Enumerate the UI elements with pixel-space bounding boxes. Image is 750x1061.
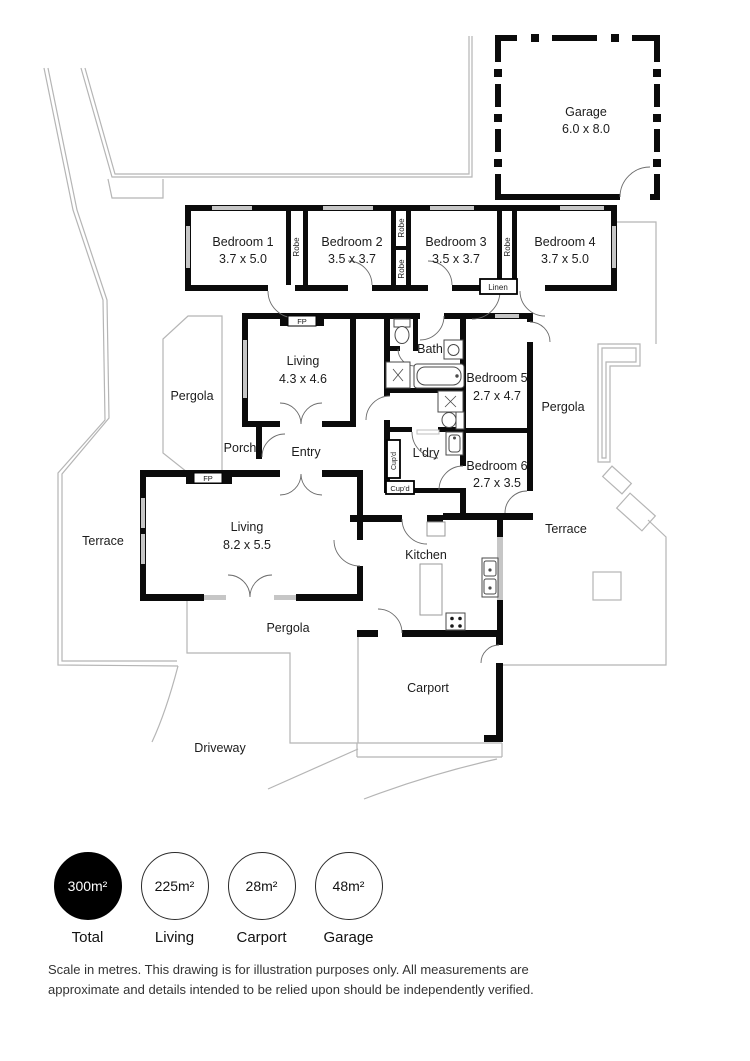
room-label-bedroom-1: Bedroom 1	[212, 235, 273, 249]
area-legend: 300m² Total 225m² Living 28m² Carport 48…	[44, 852, 392, 946]
legend-label-carport: Carport	[236, 929, 287, 946]
legend-item-living: 225m² Living	[131, 852, 218, 946]
cupboard-label-2: Cup'd	[390, 484, 409, 493]
laundry-shelf	[416, 429, 440, 435]
linen-box	[479, 278, 518, 295]
room-label-bath: Bath	[417, 342, 443, 356]
legend-circle-total: 300m²	[53, 852, 122, 920]
cupboard-box-wide	[385, 480, 415, 495]
room-label-porch: Porch	[224, 441, 257, 455]
room-dims-bedroom-5: 2.7 x 4.7	[473, 389, 521, 403]
room-label-driveway: Driveway	[194, 741, 246, 755]
cupboard-box-tall	[386, 439, 401, 479]
room-dims-garage: 6.0 x 8.0	[562, 122, 610, 136]
room-dims-bedroom-4: 3.7 x 5.0	[541, 252, 589, 266]
room-label-bedroom-3: Bedroom 3	[425, 235, 486, 249]
room-label-bedroom-5: Bedroom 5	[466, 371, 527, 385]
room-label-entry: Entry	[291, 445, 321, 459]
room-dims-bedroom-2: 3.5 x 3.7	[328, 252, 376, 266]
room-label-terrace-left: Terrace	[82, 534, 124, 548]
fireplace-label-2: FP	[203, 474, 213, 483]
legend-item-carport: 28m² Carport	[218, 852, 305, 946]
room-dims-bedroom-6: 2.7 x 3.5	[473, 476, 521, 490]
door-arcs	[227, 166, 651, 664]
shower-icon-2	[437, 390, 464, 413]
robe-label-3: Robe	[397, 259, 406, 279]
storage-boxes	[193, 278, 518, 495]
fp-box-1	[287, 315, 317, 327]
robe-label-1: Robe	[292, 237, 301, 257]
shower-icon	[385, 361, 411, 389]
garage-posts	[494, 34, 661, 174]
room-label-laundry: L'dry	[413, 446, 440, 460]
legend-item-total: 300m² Total	[44, 852, 131, 946]
disclaimer-text: Scale in metres. This drawing is for ill…	[48, 962, 534, 998]
kitchen-island	[419, 521, 446, 616]
room-dims-living-1: 4.3 x 4.6	[279, 372, 327, 386]
fp-box-2	[193, 472, 223, 484]
fixtures	[385, 318, 499, 631]
room-label-bedroom-4: Bedroom 4	[534, 235, 595, 249]
room-label-pergola-right: Pergola	[541, 400, 584, 414]
stove-icon	[445, 612, 466, 631]
floor-plan: Garage 6.0 x 8.0 Bedroom 1 3.7 x 5.0 Bed…	[43, 34, 667, 800]
room-dims-living-2: 8.2 x 5.5	[223, 538, 271, 552]
linen-label: Linen	[488, 283, 508, 292]
robe-label-4: Robe	[503, 237, 512, 257]
legend-label-living: Living	[154, 929, 195, 946]
room-label-bedroom-6: Bedroom 6	[466, 459, 527, 473]
room-label-carport: Carport	[407, 681, 449, 695]
room-label-garage: Garage	[565, 105, 607, 119]
laundry-tub-icon	[445, 431, 464, 456]
toilet-icon	[393, 318, 411, 344]
windows	[141, 206, 616, 600]
legend-circle-garage: 48m²	[314, 852, 383, 920]
room-label-terrace-right: Terrace	[545, 522, 587, 536]
vanity-basin-icon	[443, 339, 464, 360]
legend-circle-living: 225m²	[140, 852, 209, 920]
legend-label-total: Total	[71, 929, 104, 946]
toilet-icon-2	[441, 411, 465, 430]
carport-outline	[356, 637, 503, 758]
legend-item-garage: 48m² Garage	[305, 852, 392, 946]
room-dims-bedroom-1: 3.7 x 5.0	[219, 252, 267, 266]
pergola-bottom-outline	[186, 601, 357, 744]
kitchen-sink-icon	[481, 557, 499, 598]
room-dims-bedroom-3: 3.5 x 3.7	[432, 252, 480, 266]
room-label-living-2: Living	[231, 520, 264, 534]
driveway-curve2	[363, 758, 498, 800]
fireplace-label-1: FP	[297, 317, 307, 326]
room-label-pergola-left: Pergola	[170, 389, 213, 403]
robe-label-2: Robe	[397, 218, 406, 238]
room-label-pergola-bottom: Pergola	[266, 621, 309, 635]
legend-label-garage: Garage	[323, 929, 374, 946]
room-label-living-1: Living	[287, 354, 320, 368]
cupboard-label-1: Cup'd	[391, 452, 398, 470]
terrace-right-outline	[617, 221, 657, 344]
driveway-curve	[267, 748, 359, 790]
garden-square	[592, 571, 622, 601]
site-boundary-lines	[43, 36, 667, 800]
bathtub-icon	[413, 363, 465, 389]
room-label-bedroom-2: Bedroom 2	[321, 235, 382, 249]
planter-outline	[597, 343, 641, 463]
legend-circle-carport: 28m²	[227, 852, 296, 920]
room-label-kitchen: Kitchen	[405, 548, 447, 562]
